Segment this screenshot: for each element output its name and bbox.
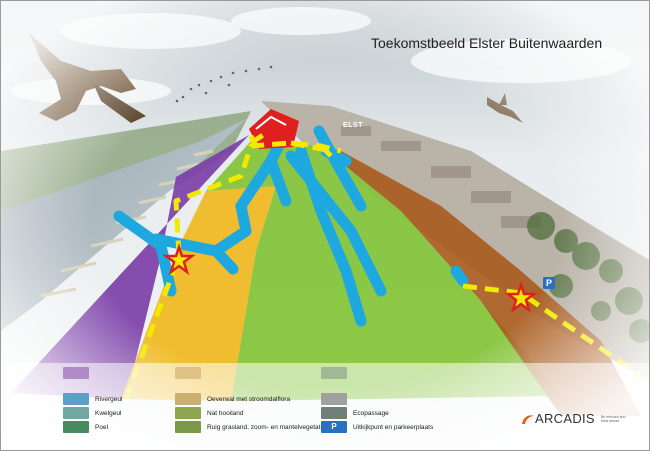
- parking-icon[interactable]: P: [543, 277, 555, 289]
- legend-label: Ruig grasland, zoom- en mantelvegetatie: [207, 423, 326, 431]
- legend-label: Oeverwal met stroomdalflora: [207, 395, 291, 403]
- yellow-swatch-icon: [175, 367, 201, 379]
- rough-grassland-swatch-icon: [175, 421, 201, 433]
- grey-swatch-icon: [321, 367, 347, 379]
- viewpoint-parking-swatch-icon: P: [321, 421, 347, 433]
- legend-label: Uitkijkpunt en parkeerplaats: [353, 423, 434, 431]
- legend-item-kwelgeul: Kwelgeul: [63, 407, 121, 419]
- riverchannel-swatch-icon: [63, 393, 89, 405]
- legend-label: Poel: [95, 423, 109, 431]
- legend-item-poel: Poel: [63, 421, 108, 433]
- path-swatch-icon: [321, 393, 347, 405]
- legend-label: Nat hooiland: [207, 409, 244, 417]
- map-title: Toekomstbeeld Elster Buitenwaarden: [371, 35, 603, 51]
- town-label: ELST: [343, 122, 363, 129]
- legend-item-purple: [63, 367, 95, 379]
- legend-item-nat-hooiland: Nat hooiland: [175, 407, 244, 419]
- logo-tagline: Be relevant and think ahead: [600, 414, 626, 423]
- legend-item-oeverwal: Oeverwal met stroomdalflora: [175, 393, 290, 405]
- legend-label: Rivergeul: [95, 395, 123, 403]
- legend-item-uitkijkpunt: P Uitkijkpunt en parkeerplaats: [321, 421, 433, 433]
- legend-item-yellow: [175, 367, 207, 379]
- legend-item-rivergeul: Rivergeul: [63, 393, 122, 405]
- arcadis-logo: ARCADIS Be relevant and think ahead: [521, 411, 627, 426]
- legend-label: Kwelgeul: [95, 409, 122, 417]
- logo-name: ARCADIS: [535, 411, 595, 426]
- legend-item-ruig-grasland: Ruig grasland, zoom- en mantelvegetatie: [175, 421, 326, 433]
- arcadis-logo-icon: [522, 414, 534, 424]
- ecopassage-swatch-icon: [321, 407, 347, 419]
- purple-swatch-icon: [63, 367, 89, 379]
- legend-item-path: [321, 393, 353, 405]
- legend-item-ecopassage: Ecopassage: [321, 407, 389, 419]
- seepage-channel-swatch-icon: [63, 407, 89, 419]
- wet-hayfield-swatch-icon: [175, 407, 201, 419]
- pond-swatch-icon: [63, 421, 89, 433]
- legend-label: Ecopassage: [353, 409, 389, 417]
- levee-swatch-icon: [175, 393, 201, 405]
- legend-item-grey: [321, 367, 353, 379]
